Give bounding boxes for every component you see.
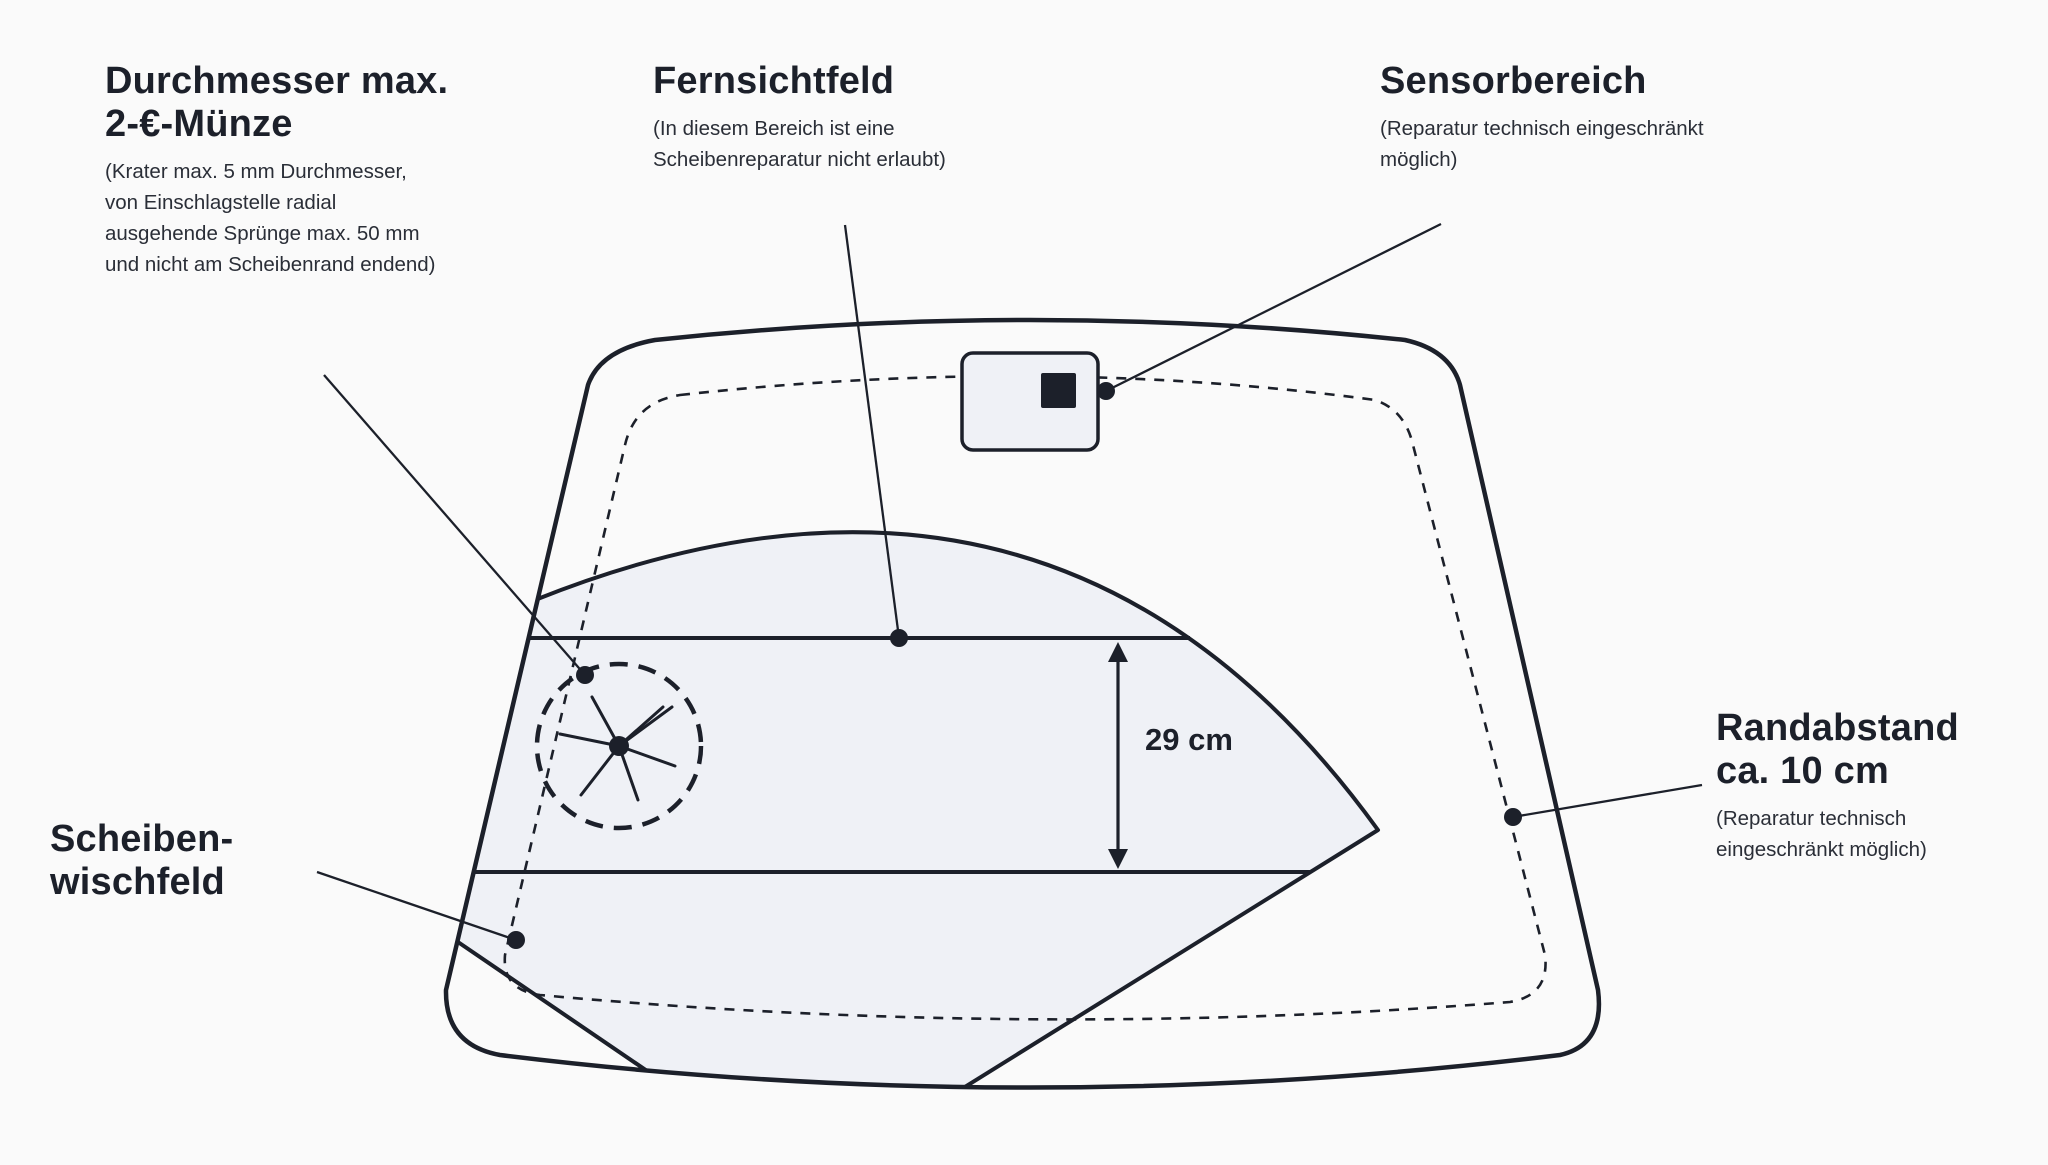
impact-point bbox=[609, 736, 629, 756]
callout-sensor-title: Sensorbereich bbox=[1380, 60, 1647, 102]
leader-line-far-field bbox=[843, 224, 901, 639]
callout-wiper-field-title: Scheiben- wischfeld bbox=[50, 818, 234, 903]
edge-distance-boundary bbox=[503, 374, 1547, 1021]
anchor-dot-diameter bbox=[576, 666, 594, 684]
leader-line-edge bbox=[1512, 783, 1703, 819]
leader-line-wiper bbox=[316, 870, 517, 942]
leader-line-sensor bbox=[1105, 222, 1442, 393]
callout-diameter-description: (Krater max. 5 mm Durchmesser, von Einsc… bbox=[105, 160, 436, 276]
height-dimension-label: 29 cm bbox=[1145, 722, 1233, 757]
anchor-dot-sensor bbox=[1097, 382, 1115, 400]
sensor-housing bbox=[960, 351, 1100, 452]
callout-sensor-description: (Reparatur technisch eingeschränkt mögli… bbox=[1380, 117, 1704, 171]
callout-far-field-description: (In diesem Bereich ist eine Scheibenrepa… bbox=[653, 117, 946, 171]
callout-far-field: Fernsichtfeld (In diesem Bereich ist ein… bbox=[653, 60, 946, 175]
callout-edge-distance-description: (Reparatur technisch eingeschränkt mögli… bbox=[1716, 807, 1927, 861]
callout-diameter-title: Durchmesser max. 2-€-Münze bbox=[105, 60, 449, 145]
sensor-square-icon bbox=[1041, 373, 1076, 408]
anchor-dot-edge bbox=[1504, 808, 1522, 826]
coin-size-circle bbox=[534, 661, 704, 831]
leader-line-diameter bbox=[323, 374, 586, 676]
callout-edge-distance-title: Randabstand ca. 10 cm bbox=[1716, 707, 1959, 792]
anchor-dot-wiper bbox=[507, 931, 525, 949]
callout-sensor: Sensorbereich (Reparatur technisch einge… bbox=[1380, 60, 1704, 175]
anchor-dot-far-field bbox=[890, 629, 908, 647]
callout-diameter: Durchmesser max. 2-€-Münze (Krater max. … bbox=[105, 60, 448, 280]
wiper-field-zone bbox=[453, 530, 1380, 1088]
callout-far-field-title: Fernsichtfeld bbox=[653, 60, 895, 102]
windshield-outline bbox=[443, 317, 1602, 1090]
callout-wiper-field: Scheiben- wischfeld bbox=[50, 818, 233, 904]
height-dimension-arrow bbox=[1108, 642, 1128, 869]
callout-edge-distance: Randabstand ca. 10 cm (Reparatur technis… bbox=[1716, 707, 1959, 865]
